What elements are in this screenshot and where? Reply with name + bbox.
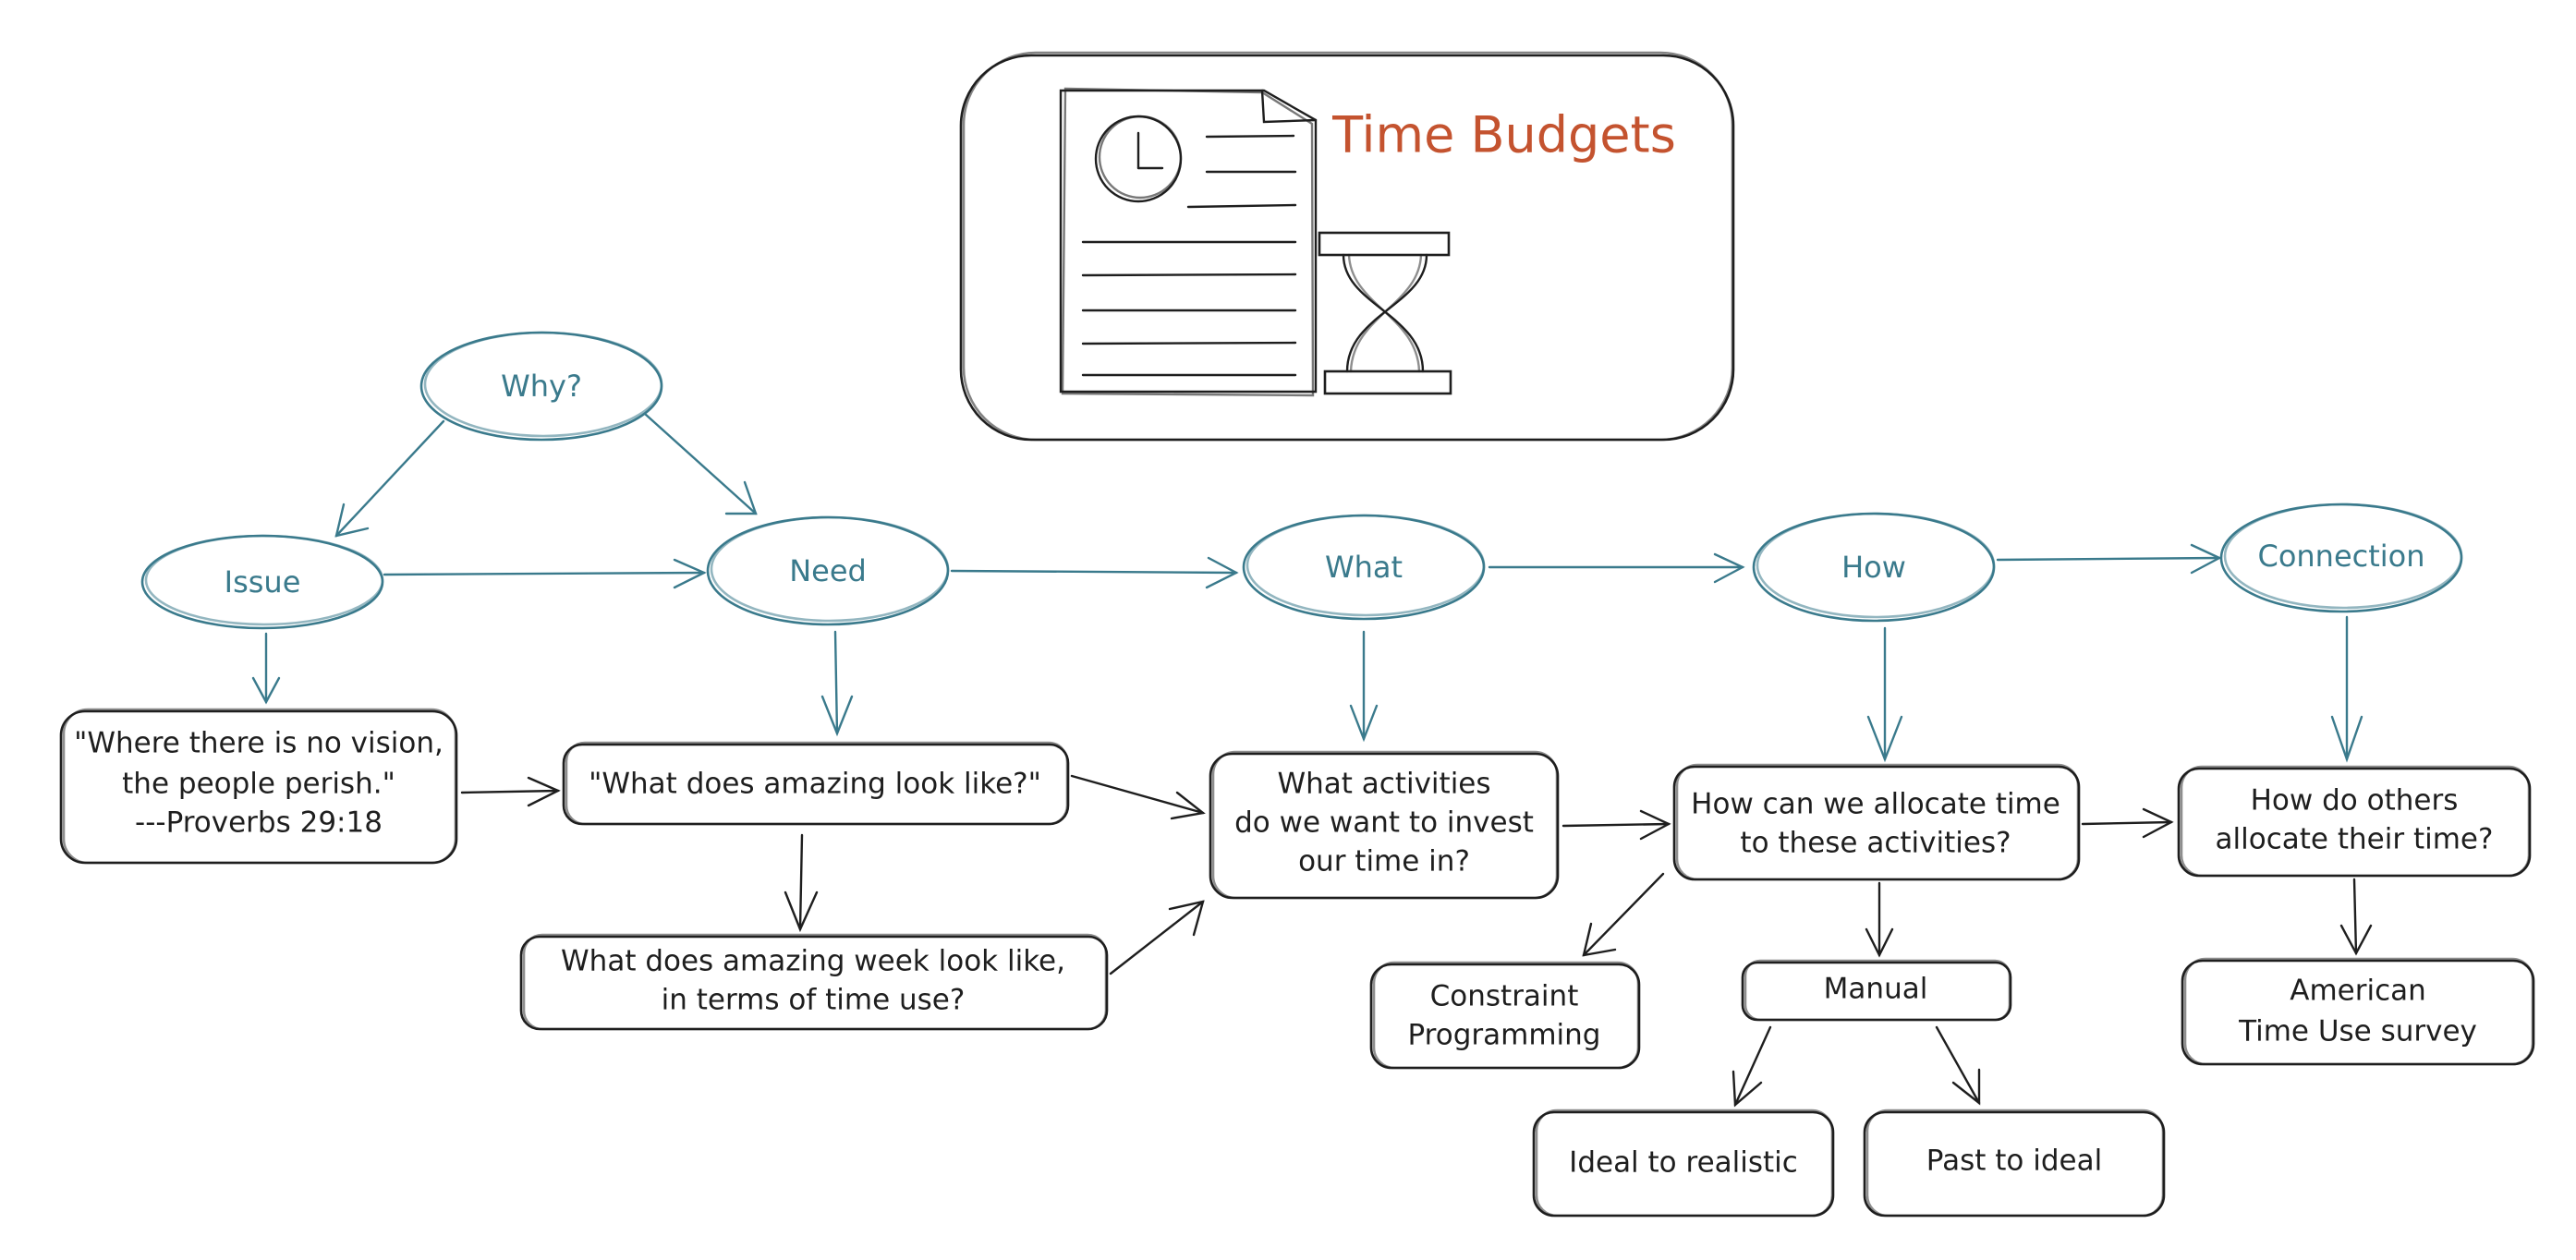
clock-icon xyxy=(1094,115,1183,203)
amazing-week-line-1: What does amazing week look like, xyxy=(561,945,1065,978)
activities-line-2: do we want to invest xyxy=(1234,806,1534,840)
arrow-manual-ideal xyxy=(1732,1025,1772,1108)
box-amazing: "What does amazing look like?" xyxy=(562,741,1070,826)
arrow-why-need xyxy=(643,412,758,515)
stage-how-label: How xyxy=(1841,550,1906,585)
document-icon xyxy=(1059,87,1318,397)
arrow-connection-down xyxy=(2330,615,2363,763)
proverb-line-2: the people perish." xyxy=(122,768,395,801)
arrow-amazing-week xyxy=(784,833,819,933)
proverb-line-1: "Where there is no vision, xyxy=(74,727,444,760)
box-constraint: Constraint Programming xyxy=(1369,961,1641,1070)
stage-what: What xyxy=(1242,514,1486,621)
ideal-realistic-line-1: Ideal to realistic xyxy=(1569,1146,1798,1180)
constraint-line-2: Programming xyxy=(1408,1019,1601,1052)
stage-why-label: Why? xyxy=(501,369,582,404)
stage-need: Need xyxy=(706,515,950,626)
arrow-allocate-manual xyxy=(1865,881,1894,958)
box-survey: American Time Use survey xyxy=(2181,957,2535,1066)
arrow-need-what xyxy=(950,556,1239,589)
stage-how: How xyxy=(1752,512,1996,623)
diagram-title: Time Budgets xyxy=(1331,106,1676,164)
arrow-what-how xyxy=(1488,552,1745,584)
stage-issue-label: Issue xyxy=(225,564,301,600)
arrow-allocate-constraint xyxy=(1582,872,1665,957)
box-amazing-week: What does amazing week look like, in ter… xyxy=(519,933,1109,1031)
amazing-line-1: "What does amazing look like?" xyxy=(589,768,1041,801)
arrow-allocate-others xyxy=(2081,807,2174,839)
hourglass-icon xyxy=(1318,231,1452,395)
arrow-why-issue xyxy=(334,419,445,538)
arrow-issue-need xyxy=(383,558,707,589)
proverb-line-3: ---Proverbs 29:18 xyxy=(135,806,383,840)
arrow-amazing-activities xyxy=(1070,774,1206,820)
stage-connection: Connection xyxy=(2219,503,2463,613)
box-manual: Manual xyxy=(1741,959,2012,1022)
arrow-week-activities xyxy=(1109,900,1205,975)
box-activities: What activities do we want to invest our… xyxy=(1209,750,1560,900)
allocate-line-1: How can we allocate time xyxy=(1691,788,2060,821)
arrow-what-down xyxy=(1349,630,1379,743)
past-ideal-line-1: Past to ideal xyxy=(1926,1145,2102,1178)
box-proverb: "Where there is no vision, the people pe… xyxy=(59,708,458,865)
stage-connection-label: Connection xyxy=(2257,539,2424,574)
amazing-week-line-2: in terms of time use? xyxy=(662,984,966,1017)
arrow-proverb-amazing xyxy=(460,776,561,807)
others-line-1: How do others xyxy=(2251,784,2459,818)
stage-need-label: Need xyxy=(789,553,867,588)
arrow-issue-down xyxy=(251,632,281,705)
box-allocate: How can we allocate time to these activi… xyxy=(1672,763,2081,881)
arrow-manual-past xyxy=(1935,1025,1981,1106)
arrow-others-survey xyxy=(2339,878,2373,956)
survey-line-2: Time Use survey xyxy=(2238,1015,2477,1048)
stage-why: Why? xyxy=(419,331,663,442)
arrow-how-down xyxy=(1866,626,1903,763)
survey-line-1: American xyxy=(2290,975,2426,1008)
activities-line-3: our time in? xyxy=(1298,845,1470,878)
box-others: How do others allocate their time? xyxy=(2177,765,2532,878)
box-ideal-realistic: Ideal to realistic xyxy=(1532,1109,1835,1218)
activities-line-1: What activities xyxy=(1277,768,1490,801)
header-card: Time Budgets xyxy=(959,51,1735,442)
manual-line-1: Manual xyxy=(1824,973,1928,1006)
box-past-ideal: Past to ideal xyxy=(1863,1109,2166,1218)
others-line-2: allocate their time? xyxy=(2216,823,2494,856)
arrow-how-connection xyxy=(1996,543,2222,575)
stage-what-label: What xyxy=(1325,550,1403,585)
arrow-need-down xyxy=(820,630,854,737)
constraint-line-1: Constraint xyxy=(1430,980,1579,1013)
allocate-line-2: to these activities? xyxy=(1740,827,2011,860)
stage-issue: Issue xyxy=(140,534,384,630)
arrow-activities-allocate xyxy=(1561,809,1671,841)
